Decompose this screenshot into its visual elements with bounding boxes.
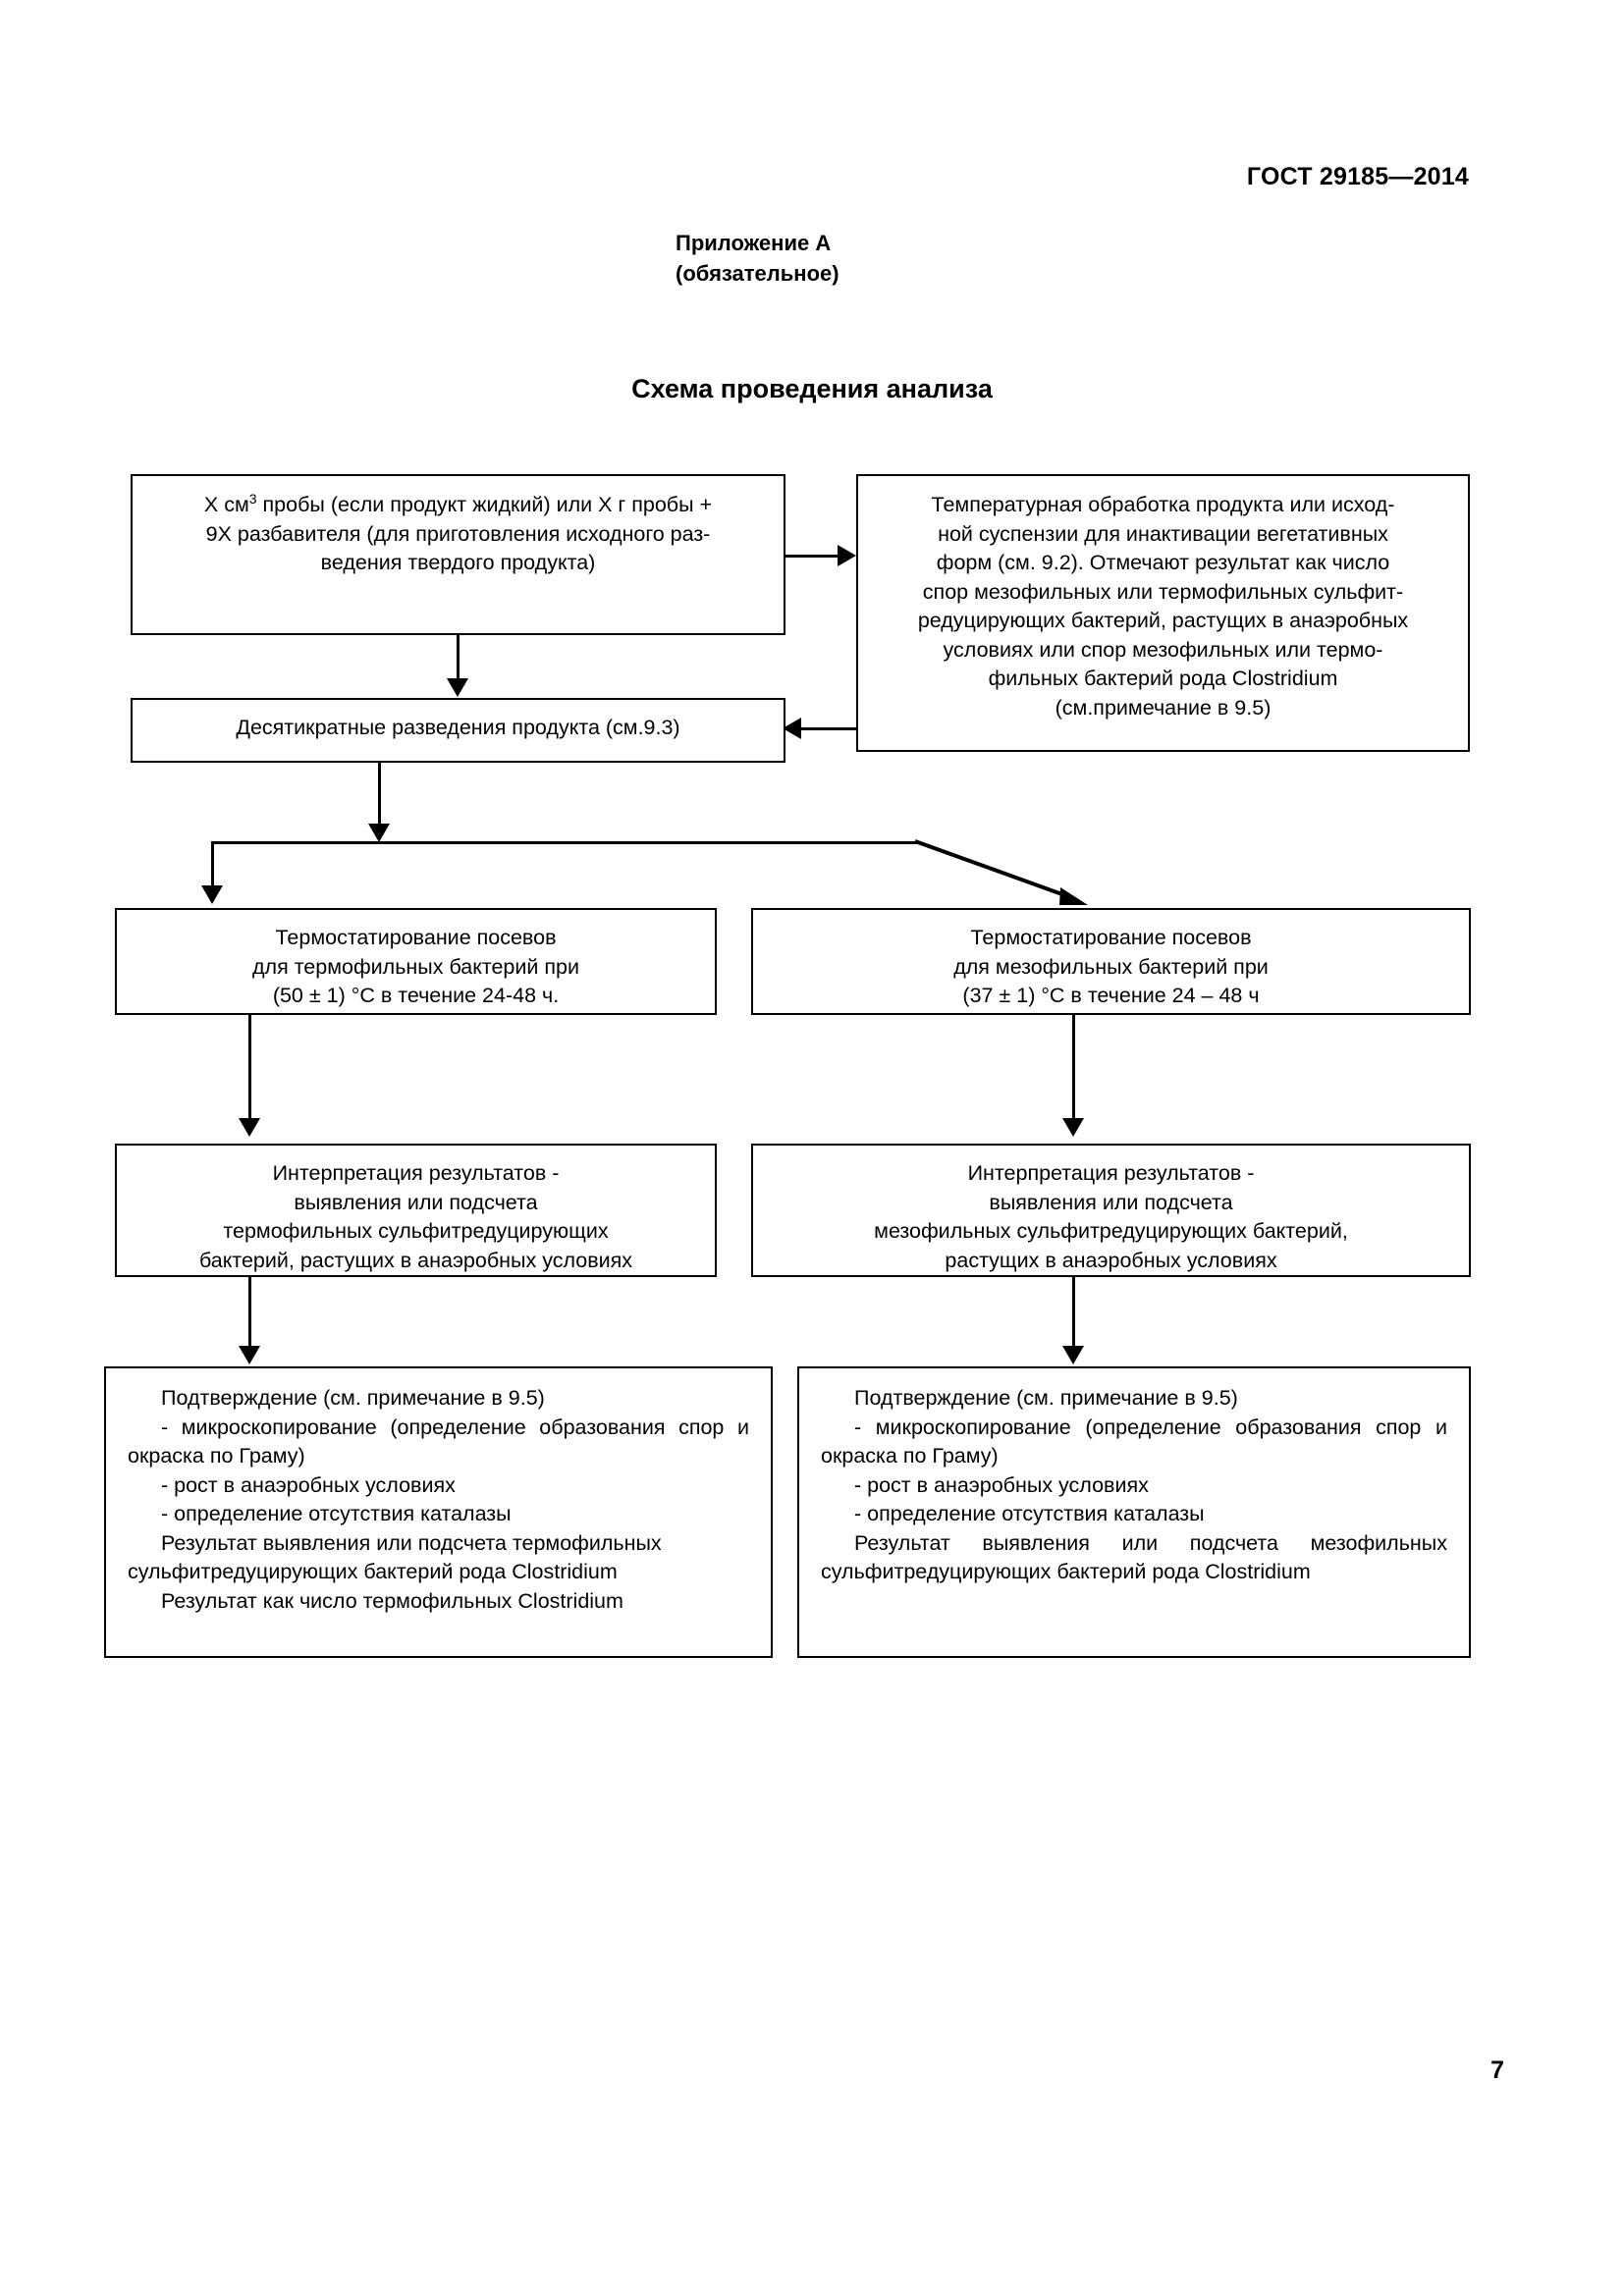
thermo-confirmation-line-6: Результат как число термофильных Clostri… — [161, 1588, 623, 1613]
page-number: 7 — [1490, 2056, 1504, 2084]
thermo-interpretation-line-2: выявления или подсчета — [294, 1190, 538, 1214]
meso-confirmation-line-1: Подтверждение (см. примечание в 9.5) — [854, 1386, 1238, 1410]
connector-thermo-interpretation-to-confirmation-arrowhead — [239, 1346, 260, 1364]
meso-confirmation-line-4: - определение отсутствия каталазы — [854, 1502, 1205, 1525]
thermo-confirmation-line-1: Подтверждение (см. примечание в 9.5) — [161, 1386, 545, 1410]
flow-box-sample: X см3 пробы (если продукт жидкий) или X … — [131, 474, 785, 635]
connector-heat-return-horizontal — [785, 727, 866, 730]
flow-box-thermophilic-confirmation: Подтверждение (см. примечание в 9.5) - м… — [104, 1366, 773, 1658]
annex-label: Приложение А — [676, 231, 832, 255]
annex-heading: Приложение А (обязательное) — [676, 228, 839, 289]
meso-interpretation-line-4: растущих в анаэробных условиях — [945, 1248, 1277, 1272]
connector-branch-left-vertical — [211, 841, 214, 887]
meso-confirmation-line-5: Результат выявления или подсчета мезофил… — [821, 1530, 1447, 1584]
sample-line-1: X см3 пробы (если продукт жидкий) или X … — [154, 491, 762, 520]
connector-meso-interpretation-to-confirmation-arrowhead — [1062, 1346, 1084, 1364]
meso-incubation-line-3: (37 ± 1) °C в течение 24 – 48 ч — [962, 984, 1260, 1007]
flow-box-thermophilic-interpretation: Интерпретация результатов - выявления ил… — [115, 1144, 717, 1277]
connector-thermo-incubation-to-interpretation-arrowhead — [239, 1118, 260, 1137]
connector-sample-to-dilution-line — [457, 635, 460, 680]
connector-thermo-interpretation-to-confirmation-line — [248, 1277, 251, 1348]
annex-status: (обязательное) — [676, 261, 839, 286]
thermo-interpretation-line-1: Интерпретация результатов - — [272, 1161, 560, 1185]
flow-box-mesophilic-confirmation: Подтверждение (см. примечание в 9.5) - м… — [797, 1366, 1471, 1658]
sample-line-2: 9X разбавителя (для приготовления исходн… — [205, 521, 711, 546]
sample-line-3: ведения твердого продукта) — [320, 551, 596, 574]
flow-box-mesophilic-interpretation: Интерпретация результатов - выявления ил… — [751, 1144, 1471, 1277]
heat-line-3: форм (см. 9.2). Отмечают результат как ч… — [936, 551, 1390, 574]
heat-line-2: ной суспензии для инактивации вегетативн… — [938, 521, 1388, 546]
heat-line-7: фильных бактерий рода Clostridium — [988, 667, 1338, 690]
meso-interpretation-line-2: выявления или подсчета — [989, 1190, 1233, 1214]
connector-sample-to-dilution-arrowhead — [447, 678, 468, 697]
thermo-incubation-line-3: (50 ± 1) °C в течение 24-48 ч. — [272, 984, 560, 1007]
standard-number-header: ГОСТ 29185—2014 — [1246, 163, 1469, 190]
connector-sample-to-heat-arrowhead — [838, 545, 856, 566]
dilution-line-1: Десятикратные разведения продукта (см.9.… — [236, 716, 680, 739]
connector-branch-right-diagonal — [914, 839, 1088, 905]
sample-line-1-suffix: пробы (если продукт жидкий) или X г проб… — [256, 493, 713, 516]
connector-dilution-down-arrowhead — [368, 824, 390, 842]
meso-incubation-line-2: для мезофильных бактерий при — [953, 954, 1269, 979]
heat-line-1: Температурная обработка продукта или исх… — [931, 493, 1395, 516]
sample-line-1-prefix: X см — [203, 493, 249, 516]
connector-meso-incubation-to-interpretation-line — [1072, 1015, 1075, 1120]
meso-incubation-line-1: Термостатирование посевов — [970, 926, 1252, 949]
meso-interpretation-line-1: Интерпретация результатов - — [967, 1161, 1255, 1185]
thermo-confirmation-line-3: - рост в анаэробных условиях — [161, 1472, 456, 1497]
connector-heat-to-dilution-arrowhead — [783, 718, 801, 739]
flow-box-heat-treatment: Температурная обработка продукта или исх… — [856, 474, 1470, 752]
connector-sample-to-heat-line — [785, 555, 840, 558]
thermo-interpretation-line-3: термофильных сульфитредуцирующих — [223, 1219, 609, 1243]
connector-thermo-incubation-to-interpretation-line — [248, 1015, 251, 1120]
thermo-confirmation-line-5: Результат выявления или подсчета термофи… — [128, 1530, 662, 1584]
meso-interpretation-line-3: мезофильных сульфитредуцирующих бактерий… — [874, 1219, 1348, 1243]
flow-box-thermophilic-incubation: Термостатирование посевов для термофильн… — [115, 908, 717, 1015]
heat-line-5: редуцирующих бактерий, растущих в анаэро… — [917, 609, 1409, 632]
meso-confirmation-line-3: - рост в анаэробных условиях — [854, 1472, 1149, 1497]
connector-meso-interpretation-to-confirmation-line — [1072, 1277, 1075, 1348]
meso-confirmation-line-2: - микроскопирование (определение образов… — [821, 1415, 1447, 1468]
thermo-interpretation-line-4: бактерий, растущих в анаэробных условиях — [198, 1248, 633, 1272]
thermo-confirmation-line-2: - микроскопирование (определение образов… — [128, 1415, 749, 1468]
connector-branch-left-arrowhead — [201, 885, 223, 904]
connector-branch-bus — [211, 841, 918, 844]
heat-line-8: (см.примечание в 9.5) — [1055, 695, 1272, 720]
page-title: Схема проведения анализа — [631, 374, 993, 403]
connector-dilution-down-line — [378, 763, 381, 826]
thermo-incubation-line-1: Термостатирование посевов — [275, 926, 557, 949]
connector-meso-incubation-to-interpretation-arrowhead — [1062, 1118, 1084, 1137]
heat-line-4: спор мезофильных или термофильных сульфи… — [922, 579, 1404, 604]
thermo-incubation-line-2: для термофильных бактерий при — [251, 954, 579, 979]
thermo-confirmation-line-4: - определение отсутствия каталазы — [161, 1502, 512, 1525]
cubic-exponent: 3 — [248, 490, 257, 507]
flow-box-dilution: Десятикратные разведения продукта (см.9.… — [131, 698, 785, 763]
flow-box-mesophilic-incubation: Термостатирование посевов для мезофильны… — [751, 908, 1471, 1015]
heat-line-6: условиях или спор мезофильных или термо- — [943, 637, 1383, 662]
